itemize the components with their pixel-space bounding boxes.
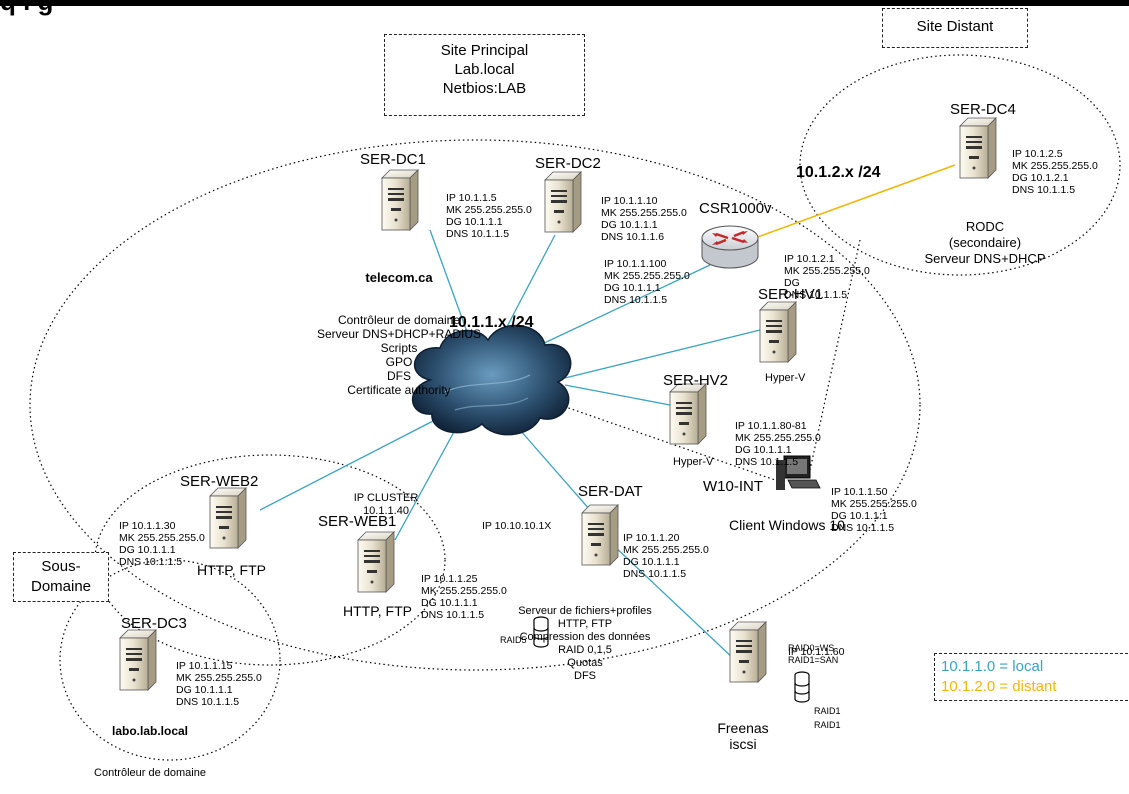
main-site-title: Site Principal — [440, 42, 529, 59]
server-icon-dc3 — [119, 629, 157, 691]
remote-site-box: Site Distant — [882, 8, 1028, 48]
dotted-link-router-w10 — [809, 239, 861, 471]
main-site-zone — [29, 139, 921, 671]
local-network-label: 10.1.1.x /24 — [449, 314, 534, 331]
ser-hv2-name: SER-HV2 — [663, 372, 729, 389]
csr-name: CSR1000v — [699, 200, 772, 217]
ser-hv2-role: Hyper-V — [673, 456, 714, 468]
page-title-fragment: q i g — [0, 0, 54, 16]
cloud-icon — [411, 324, 572, 436]
ser-dc1-name: SER-DC1 — [360, 151, 426, 168]
ser-dc3-roles: labo.lab.local Contrôleur de domaine — [94, 724, 206, 779]
freenas-ip: IP 10.1.1.60 — [788, 646, 845, 658]
link-web2 — [259, 419, 436, 511]
server-icon-dat — [581, 504, 619, 566]
link-dat — [519, 429, 591, 511]
ser-dc4-roles: RODC(secondaire)Serveur DNS+DHCP — [924, 219, 1046, 266]
ser-web2-role: HTTP, FTP — [197, 562, 266, 578]
workstation-icon — [776, 455, 821, 490]
link-dc1 — [429, 229, 471, 341]
network-diagram — [29, 54, 1121, 761]
ser-web1-name: SER-WEB1 — [318, 513, 397, 530]
ser-hv1-role: Hyper-V — [765, 372, 806, 384]
remote-network-label: 10.1.2.x /24 — [796, 164, 881, 181]
server-icon-hv2 — [669, 383, 707, 445]
remote-site-title: Site Distant — [916, 18, 994, 35]
ser-web2-name: SER-WEB2 — [180, 473, 259, 490]
server-icon-web1 — [357, 531, 395, 593]
w10-role: Client Windows 10 — [729, 517, 845, 533]
legend: 10.1.1.0 = local 10.1.2.0 = distant — [934, 653, 1128, 701]
sub-domain-line1: Sous- — [41, 558, 81, 575]
router-icon — [701, 225, 759, 269]
sub-domain-line2: Domaine — [30, 578, 92, 595]
legend-local: 10.1.1.0 = local — [941, 658, 1044, 675]
link-remote — [754, 164, 956, 239]
main-site-domain: Lab.local — [454, 61, 515, 78]
server-icon-dc1 — [381, 169, 419, 231]
title-bar — [0, 0, 1129, 6]
ser-dat-name: SER-DAT — [578, 483, 643, 500]
link-hv1 — [564, 329, 761, 379]
remote-site-zone — [799, 54, 1121, 276]
server-icon-dc2 — [544, 171, 582, 233]
server-icon-dc4 — [959, 117, 997, 179]
main-site-netbios: Netbios:LAB — [442, 80, 527, 97]
dotted-link-cloud-w10 — [559, 404, 776, 481]
ser-web1-role: HTTP, FTP — [343, 603, 412, 619]
ser-dat-raid-label: RAID5 — [500, 635, 527, 645]
ser-dc3-name: SER-DC3 — [121, 615, 187, 632]
server-icon-freenas — [729, 621, 767, 683]
ser-dc4-name: SER-DC4 — [950, 101, 1016, 118]
sub-domain-box: Sous- Domaine — [13, 552, 109, 602]
main-site-box: Site Principal Lab.local Netbios:LAB — [384, 34, 585, 116]
link-dat-freenas — [612, 544, 736, 661]
link-hv2 — [564, 384, 671, 406]
ser-dc2-name: SER-DC2 — [535, 155, 601, 172]
w10-name: W10-INT — [703, 478, 763, 495]
sub-domain-zone — [59, 559, 281, 761]
local-links — [259, 229, 761, 661]
server-icon-web2 — [209, 487, 247, 549]
ser-hv1-name: SER-HV1 — [758, 286, 824, 303]
ser-dat-ip-left: IP 10.10.10.1X — [482, 520, 552, 532]
link-dc2 — [499, 234, 556, 341]
legend-remote: 10.1.2.0 = distant — [941, 678, 1057, 695]
link-web1 — [394, 429, 456, 541]
link-router — [539, 264, 711, 346]
